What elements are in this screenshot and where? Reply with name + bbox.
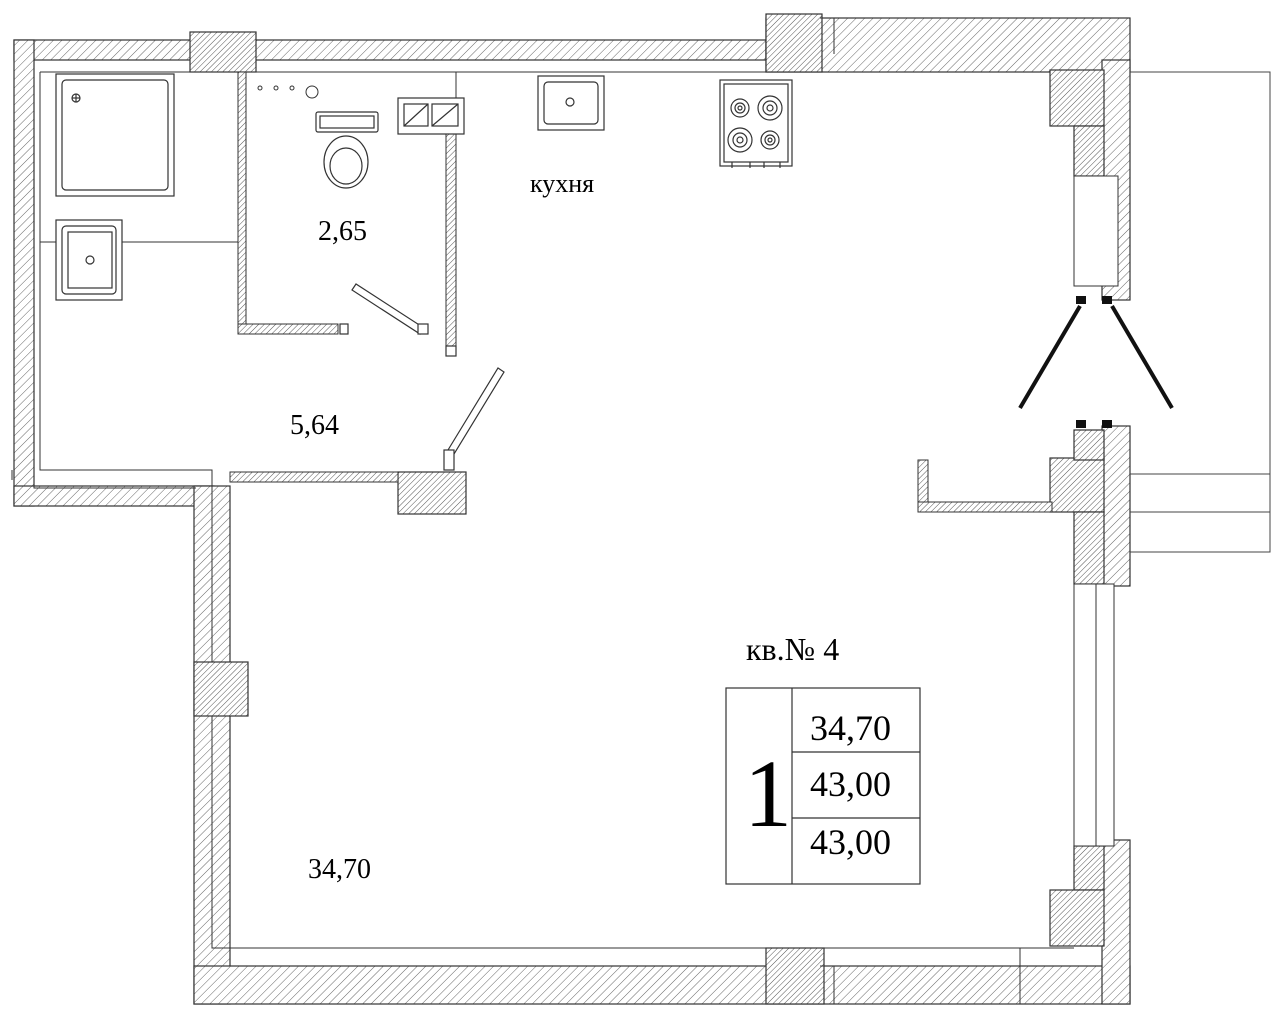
wall-left-upper xyxy=(13,39,35,507)
wall-top-right xyxy=(765,17,1131,73)
bathroom-door xyxy=(351,283,425,335)
info-total-area: 43,00 xyxy=(810,764,891,804)
windows xyxy=(1073,175,1119,847)
pier-right-top-b xyxy=(1073,125,1105,177)
bathroom-area: 2,65 xyxy=(318,216,367,247)
pier-right-mid-c xyxy=(1073,511,1105,585)
balcony-door xyxy=(1018,304,1174,410)
pier-bottom xyxy=(765,947,825,1005)
pier-top-right-a xyxy=(765,13,823,73)
window-right-lower xyxy=(1073,583,1115,847)
kitchen-label: кухня xyxy=(530,169,594,198)
info-living-area: 34,70 xyxy=(810,708,891,748)
pier-left xyxy=(193,661,249,717)
kitchen-sink xyxy=(537,75,605,131)
pier-right-top xyxy=(1049,69,1105,127)
bathroom-pipes xyxy=(257,85,319,99)
ventilation-duct xyxy=(397,97,465,135)
balcony-outline xyxy=(1130,71,1271,553)
partition-right xyxy=(917,501,1053,513)
wall-top-left xyxy=(13,39,767,61)
wall-right-lower xyxy=(1101,839,1131,1005)
rooms-count: 1 xyxy=(744,740,792,847)
pier-right-mid-b xyxy=(1073,429,1105,461)
wall-inner-lines xyxy=(33,56,1074,949)
partition-hall-living xyxy=(229,471,399,483)
pier-hall xyxy=(397,471,467,515)
apartment-info-table xyxy=(725,687,921,885)
wall-bottom xyxy=(193,965,1131,1005)
stove xyxy=(719,79,793,168)
wall-right-middle xyxy=(1101,425,1131,587)
hall-area: 5,64 xyxy=(290,410,339,441)
partition-bath-right xyxy=(445,133,457,349)
doors xyxy=(339,283,505,471)
balcony-door-frame xyxy=(1076,296,1112,428)
pier-right-mid xyxy=(1049,457,1105,513)
partition-bath-left xyxy=(237,71,247,335)
fixtures xyxy=(55,73,793,301)
info-total-area-balcony: 43,00 xyxy=(810,822,891,862)
living-room-area: 34,70 xyxy=(308,854,371,885)
wall-step xyxy=(13,485,215,507)
washbasin-hall xyxy=(55,219,123,301)
shower-tray xyxy=(55,73,175,197)
apartment-title: кв.№ 4 xyxy=(746,631,839,667)
wall-piers xyxy=(189,13,1105,1005)
partition-bath-bottom xyxy=(237,323,339,335)
pier-right-low-b xyxy=(1049,889,1105,947)
pier-top xyxy=(189,31,257,73)
window-right-upper xyxy=(1073,175,1119,287)
hall-door xyxy=(447,367,505,455)
pier-right-low-a xyxy=(1073,845,1105,891)
bottom-wall-details xyxy=(820,17,1021,1004)
toilet xyxy=(315,111,379,189)
